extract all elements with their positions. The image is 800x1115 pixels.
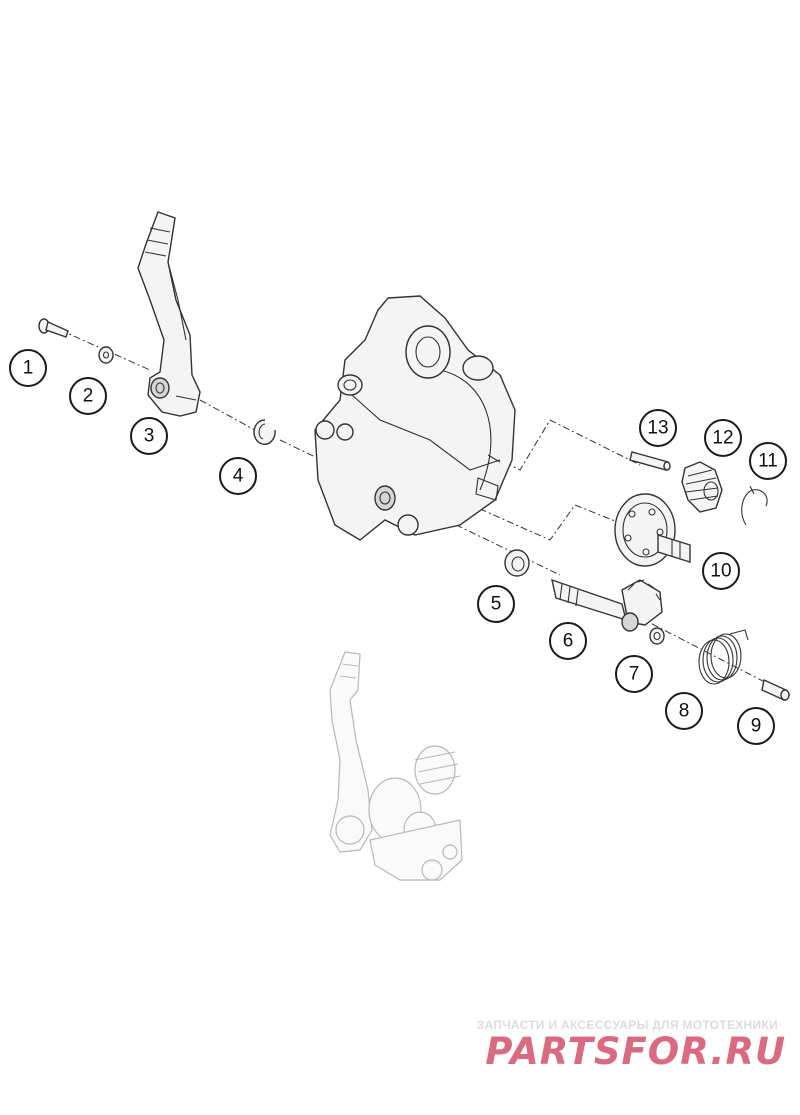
- gear-part-12: [681, 461, 723, 513]
- callout-13: 13: [639, 409, 677, 447]
- watermark-logo: PARTSFOR.RU: [485, 1030, 786, 1073]
- callout-8: 8: [665, 692, 703, 730]
- svg-text:4: 4: [233, 466, 244, 487]
- washer-part-2: [98, 346, 114, 364]
- callout-4: 4: [219, 457, 257, 495]
- callout-6: 6: [549, 622, 587, 660]
- intermediate-gear-part-10: [614, 493, 691, 567]
- assembled-reference-view: [329, 651, 463, 881]
- svg-text:7: 7: [629, 664, 640, 685]
- kickstarter-shaft-part-6: [551, 578, 663, 632]
- callout-7: 7: [615, 655, 653, 693]
- engine-cover-housing: [314, 295, 516, 541]
- callout-12: 12: [704, 419, 742, 457]
- svg-text:11: 11: [758, 451, 778, 472]
- svg-text:1: 1: [23, 358, 34, 379]
- svg-text:6: 6: [563, 631, 574, 652]
- watermark-tagline: ЗАПЧАСТИ И АКСЕССУАРЫ ДЛЯ МОТОТЕХНИКИ: [476, 1018, 778, 1032]
- callout-11: 11: [749, 442, 787, 480]
- svg-text:5: 5: [491, 594, 502, 615]
- callout-9: 9: [737, 707, 775, 745]
- svg-text:2: 2: [83, 386, 94, 407]
- svg-text:10: 10: [710, 561, 731, 582]
- circlip-part-11: [741, 485, 768, 526]
- kickstarter-lever-part-3: [137, 211, 201, 417]
- sleeve-part-9: [761, 678, 790, 702]
- svg-text:13: 13: [647, 418, 668, 439]
- svg-text:8: 8: [679, 701, 690, 722]
- spring-part-8: [698, 629, 749, 685]
- washer-part-5: [504, 549, 530, 577]
- callout-1: 1: [9, 349, 47, 387]
- svg-text:9: 9: [751, 716, 762, 737]
- pin-part-13: [629, 451, 671, 471]
- callout-3: 3: [130, 417, 168, 455]
- svg-text:12: 12: [712, 428, 733, 449]
- washer-part-7: [649, 627, 665, 645]
- bolt-part-1: [38, 318, 69, 338]
- svg-text:3: 3: [144, 426, 155, 447]
- callout-2: 2: [69, 377, 107, 415]
- callout-10: 10: [702, 552, 740, 590]
- snap-ring-part-4: [253, 419, 276, 445]
- callout-5: 5: [477, 585, 515, 623]
